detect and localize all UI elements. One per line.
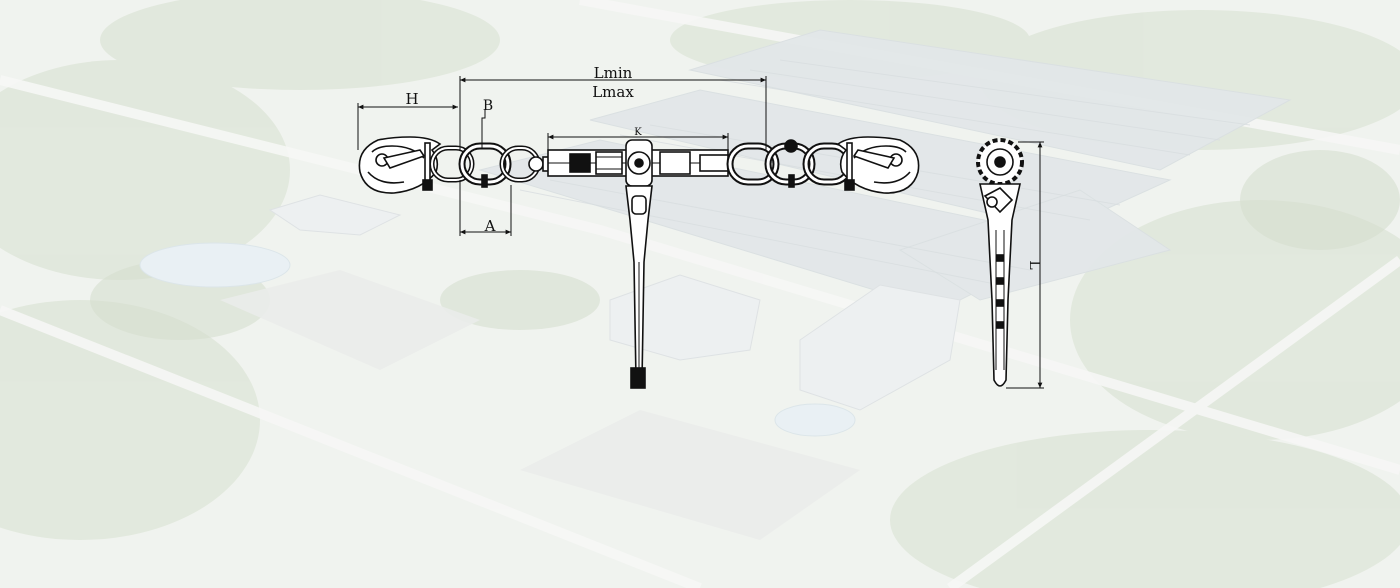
left-grab-hook xyxy=(358,136,442,194)
dim-label-b: B xyxy=(483,98,493,114)
dimension-lines xyxy=(357,76,1044,389)
dim-label-k: K xyxy=(634,127,642,138)
dim-label-l: L xyxy=(1026,260,1042,269)
right-grab-hook xyxy=(836,136,920,194)
ratchet-handle-side xyxy=(976,138,1024,387)
dim-label-lmin: Lmin xyxy=(594,64,633,82)
dim-label-lmax: Lmax xyxy=(592,83,634,101)
dim-label-a: A xyxy=(484,217,496,235)
ratchet-handle-front xyxy=(625,139,653,389)
right-chain-links xyxy=(726,139,854,188)
dim-label-h: H xyxy=(405,90,418,108)
left-chain-links xyxy=(429,142,544,188)
